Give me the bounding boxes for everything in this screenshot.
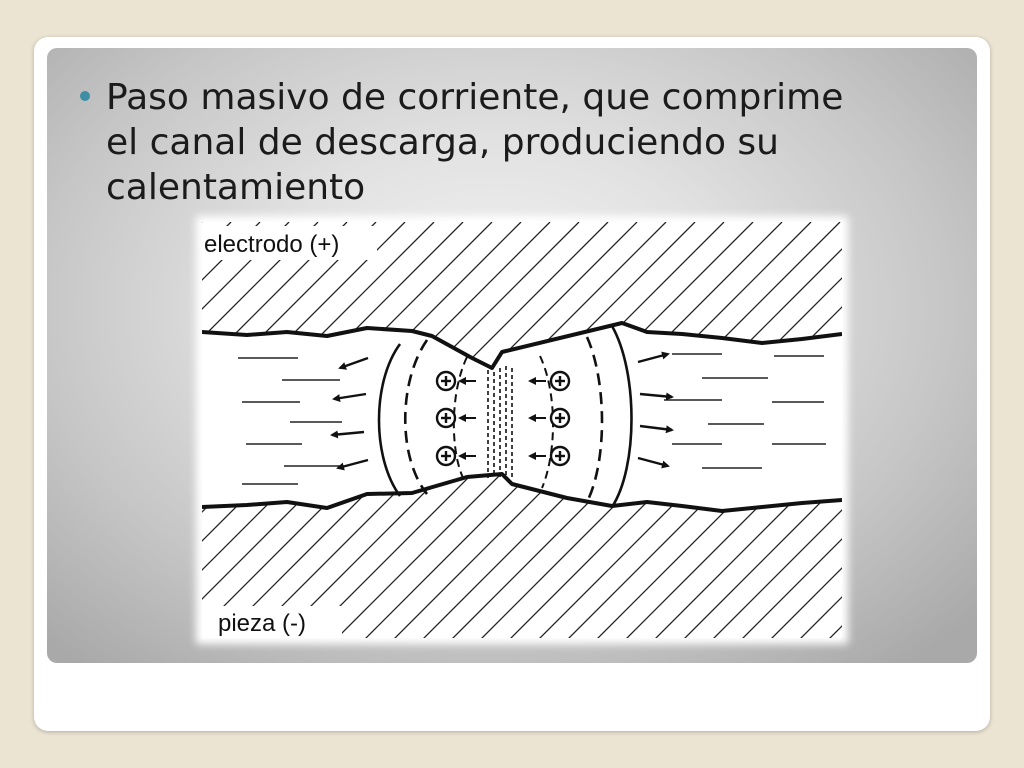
discharge-channel-diagram: electrodo (+) pieza (-) [202,222,842,638]
hatch-line [202,222,406,368]
electrode-surface [202,321,842,370]
hatch-line [361,474,783,638]
hatch-line [202,474,290,638]
bullet-text: Paso masivo de corriente, que comprime e… [106,77,844,208]
hatch-line [202,222,290,368]
plus-circle-icon [549,370,571,392]
hatch-line [274,474,696,638]
hatch-line [622,222,842,368]
plus-circle-icon [435,445,457,467]
hatch-line [593,474,842,638]
hatch-line [332,222,754,368]
dielectric-right [664,353,826,469]
hatch-line [709,474,842,638]
hatch-line [202,474,406,638]
hatch-line [564,222,842,368]
hatch-line [202,474,464,638]
hatch-line [202,222,464,368]
hatch-line [303,222,725,368]
hatch-line [202,222,348,368]
dielectric-left [238,357,342,485]
hatch-line [202,474,377,638]
hatch-line [245,222,667,368]
hatch-line [202,474,319,638]
hatch-line [202,222,551,368]
workpiece-hatching [202,474,842,638]
positive-ions [435,370,571,467]
hatch-line [202,222,580,368]
hatch-line [202,222,377,368]
workpiece-label: pieza (-) [218,610,306,637]
hatch-line [216,474,638,638]
hatch-line [738,474,842,638]
hatch-line [680,474,842,638]
hatch-line [448,474,842,638]
hatch-line [651,474,842,638]
hatch-line [202,474,522,638]
hatch-line [564,474,842,638]
hatch-line [506,474,842,638]
hatch-line [202,222,319,368]
hatch-line [202,222,609,368]
hatch-line [245,474,667,638]
hatch-line [202,474,609,638]
plus-circle-icon [435,370,457,392]
hatch-line [680,222,842,368]
hatch-line [419,474,841,638]
bullet-icon [80,91,90,101]
hatch-line [332,474,754,638]
hatch-line [303,474,725,638]
hatch-line [419,222,841,368]
hatch-line [202,474,580,638]
hatch-line [202,222,493,368]
hatch-line [202,474,261,638]
expansion-arrows-right [637,351,674,469]
hatch-line [390,222,812,368]
plus-circle-icon [549,445,571,467]
compressed-core [487,366,513,480]
hatch-line [622,474,842,638]
hatch-line [477,222,842,368]
hatch-line [202,474,493,638]
hatch-line [767,474,842,638]
hatch-line [738,222,842,368]
electrode-label: electrodo (+) [204,231,339,258]
hatch-line [506,222,842,368]
expansion-arrows-left [330,356,369,471]
hatch-line [274,222,696,368]
hatch-line [202,474,348,638]
hatch-line [535,474,842,638]
hatch-line [361,222,783,368]
hatch-line [202,222,522,368]
hatch-line [390,474,812,638]
electrode-hatching [202,222,842,368]
hatch-line [448,222,842,368]
plus-circle-icon [549,407,571,429]
workpiece-surface [202,472,842,513]
hatch-line [202,222,435,368]
hatch-line [202,222,261,368]
ion-arrows [458,377,546,460]
plus-circle-icon [435,407,457,429]
hatch-line [477,474,842,638]
hatch-line [216,222,638,368]
